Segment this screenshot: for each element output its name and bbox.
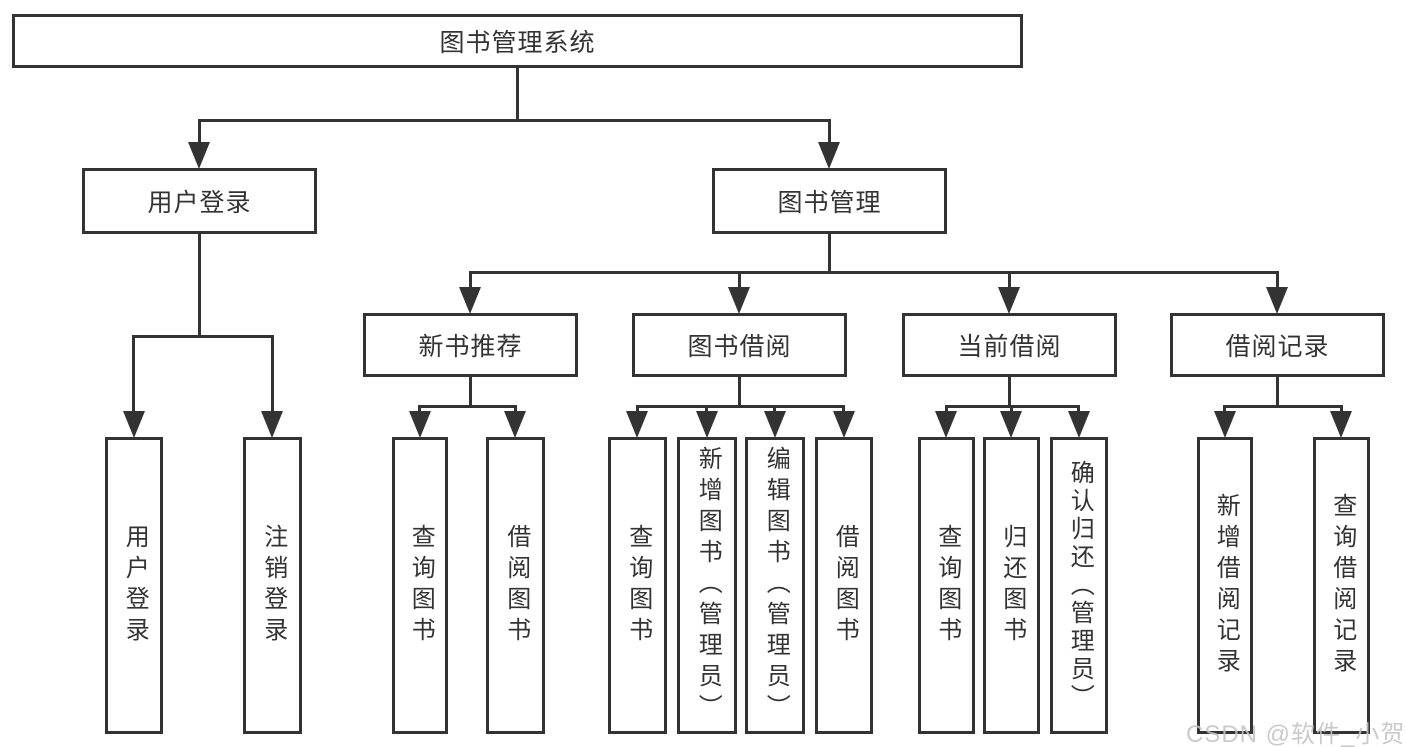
- node-label: 用户登录: [121, 523, 149, 648]
- node-label: 新增借阅记录: [1212, 492, 1240, 679]
- node-label: 查询借阅记录: [1328, 492, 1356, 679]
- leaf-confirm-return-admin: 确认归还（管理员）: [1050, 437, 1108, 734]
- node-label: 新书推荐: [418, 333, 523, 361]
- arrow-down-icon: [409, 411, 431, 438]
- arrow-down-icon: [188, 142, 210, 169]
- connector-current-stem: [1008, 377, 1011, 408]
- connector-drop-leaf: [418, 405, 421, 414]
- node-label: 查询图书: [407, 523, 435, 648]
- connector-drop-book-mgmt: [828, 119, 831, 145]
- leaf-add-book-admin: 新增图书（管理员）: [677, 437, 737, 734]
- arrow-down-icon: [1266, 287, 1288, 314]
- node-label: 新增图书（管理员）: [694, 446, 722, 725]
- node-label: 归还图书: [998, 523, 1026, 648]
- connector-bookmgmt-bar: [469, 271, 1279, 274]
- arrow-down-icon: [1000, 411, 1022, 438]
- connector-drop-leaf: [842, 405, 845, 414]
- node-new-book-recommend: 新书推荐: [363, 313, 578, 377]
- arrow-down-icon: [504, 411, 526, 438]
- arrow-down-icon: [833, 411, 855, 438]
- leaf-logout-login: 注销登录: [243, 437, 302, 734]
- arrow-down-icon: [935, 411, 957, 438]
- node-label: 用户登录: [147, 189, 252, 217]
- connector-records-bar: [1223, 405, 1343, 408]
- arrow-down-icon: [1330, 411, 1352, 438]
- connector-drop-leaf: [945, 405, 948, 414]
- arrow-down-icon: [728, 287, 750, 314]
- node-label: 确认归还（管理员）: [1066, 459, 1094, 712]
- csdn-watermark: CSDN @软件_小贺同学: [1186, 721, 1405, 747]
- leaf-edit-book-admin: 编辑图书（管理员）: [745, 437, 805, 734]
- node-label: 查询图书: [933, 523, 961, 648]
- connector-drop-l3: [469, 271, 472, 290]
- connector-drop-user-login: [198, 119, 201, 145]
- connector-drop-leaf: [773, 405, 776, 414]
- connector-drop-leaf: [132, 335, 135, 414]
- arrow-down-icon: [998, 287, 1020, 314]
- leaf-borrow-books: 借阅图书: [486, 437, 545, 734]
- arrow-down-icon: [123, 411, 145, 438]
- connector-drop-l3: [1008, 271, 1011, 290]
- connector-root-stem: [516, 68, 519, 122]
- connector-root-bar: [198, 119, 831, 122]
- connector-borrowing-bar: [636, 405, 845, 408]
- arrow-down-icon: [764, 411, 786, 438]
- node-book-borrowing: 图书借阅: [632, 313, 847, 377]
- arrow-down-icon: [1214, 411, 1236, 438]
- node-label: 图书管理: [777, 189, 882, 217]
- connector-bookmgmt-stem: [828, 234, 831, 274]
- arrow-down-icon: [818, 142, 840, 169]
- leaf-query-books-2: 查询图书: [608, 437, 667, 734]
- connector-borrowing-stem: [738, 377, 741, 408]
- leaf-borrow-books-2: 借阅图书: [815, 437, 873, 734]
- node-label: 图书管理系统: [439, 29, 596, 57]
- connector-drop-leaf: [271, 335, 274, 414]
- arrow-down-icon: [696, 411, 718, 438]
- connector-newbook-stem: [469, 377, 472, 408]
- connector-records-stem: [1276, 377, 1279, 408]
- arrow-down-icon: [459, 287, 481, 314]
- node-label: 当前借阅: [957, 333, 1062, 361]
- connector-drop-leaf: [1223, 405, 1226, 414]
- node-label: 图书借阅: [687, 333, 792, 361]
- node-label: 查询图书: [624, 523, 652, 648]
- node-label: 借阅图书: [831, 523, 859, 648]
- connector-drop-leaf: [1340, 405, 1343, 414]
- node-book-management: 图书管理: [712, 168, 947, 234]
- arrow-down-icon: [261, 411, 283, 438]
- node-library-system: 图书管理系统: [12, 14, 1023, 68]
- connector-drop-leaf: [636, 405, 639, 414]
- connector-drop-leaf: [1010, 405, 1013, 414]
- connector-drop-leaf: [705, 405, 708, 414]
- node-label: 借阅图书: [502, 523, 530, 648]
- arrow-down-icon: [1068, 411, 1090, 438]
- leaf-query-books: 查询图书: [392, 437, 448, 734]
- leaf-query-books-3: 查询图书: [918, 437, 975, 734]
- node-label: 注销登录: [259, 523, 287, 648]
- connector-userlogin-bar: [132, 335, 274, 338]
- node-user-login: 用户登录: [82, 168, 317, 234]
- leaf-return-books: 归还图书: [983, 437, 1040, 734]
- leaf-add-borrow-record: 新增借阅记录: [1197, 437, 1253, 734]
- node-current-borrowing: 当前借阅: [902, 313, 1117, 377]
- leaf-user-login: 用户登录: [105, 437, 163, 734]
- node-label: 借阅记录: [1225, 333, 1330, 361]
- leaf-query-borrow-record: 查询借阅记录: [1313, 437, 1370, 734]
- node-label: 编辑图书（管理员）: [762, 446, 790, 725]
- connector-drop-leaf: [514, 405, 517, 414]
- node-borrowing-records: 借阅记录: [1170, 313, 1385, 377]
- connector-drop-l3: [1276, 271, 1279, 290]
- connector-drop-leaf: [1077, 405, 1080, 414]
- connector-newbook-bar: [418, 405, 517, 408]
- connector-drop-l3: [738, 271, 741, 290]
- arrow-down-icon: [626, 411, 648, 438]
- connector-userlogin-stem: [198, 234, 201, 338]
